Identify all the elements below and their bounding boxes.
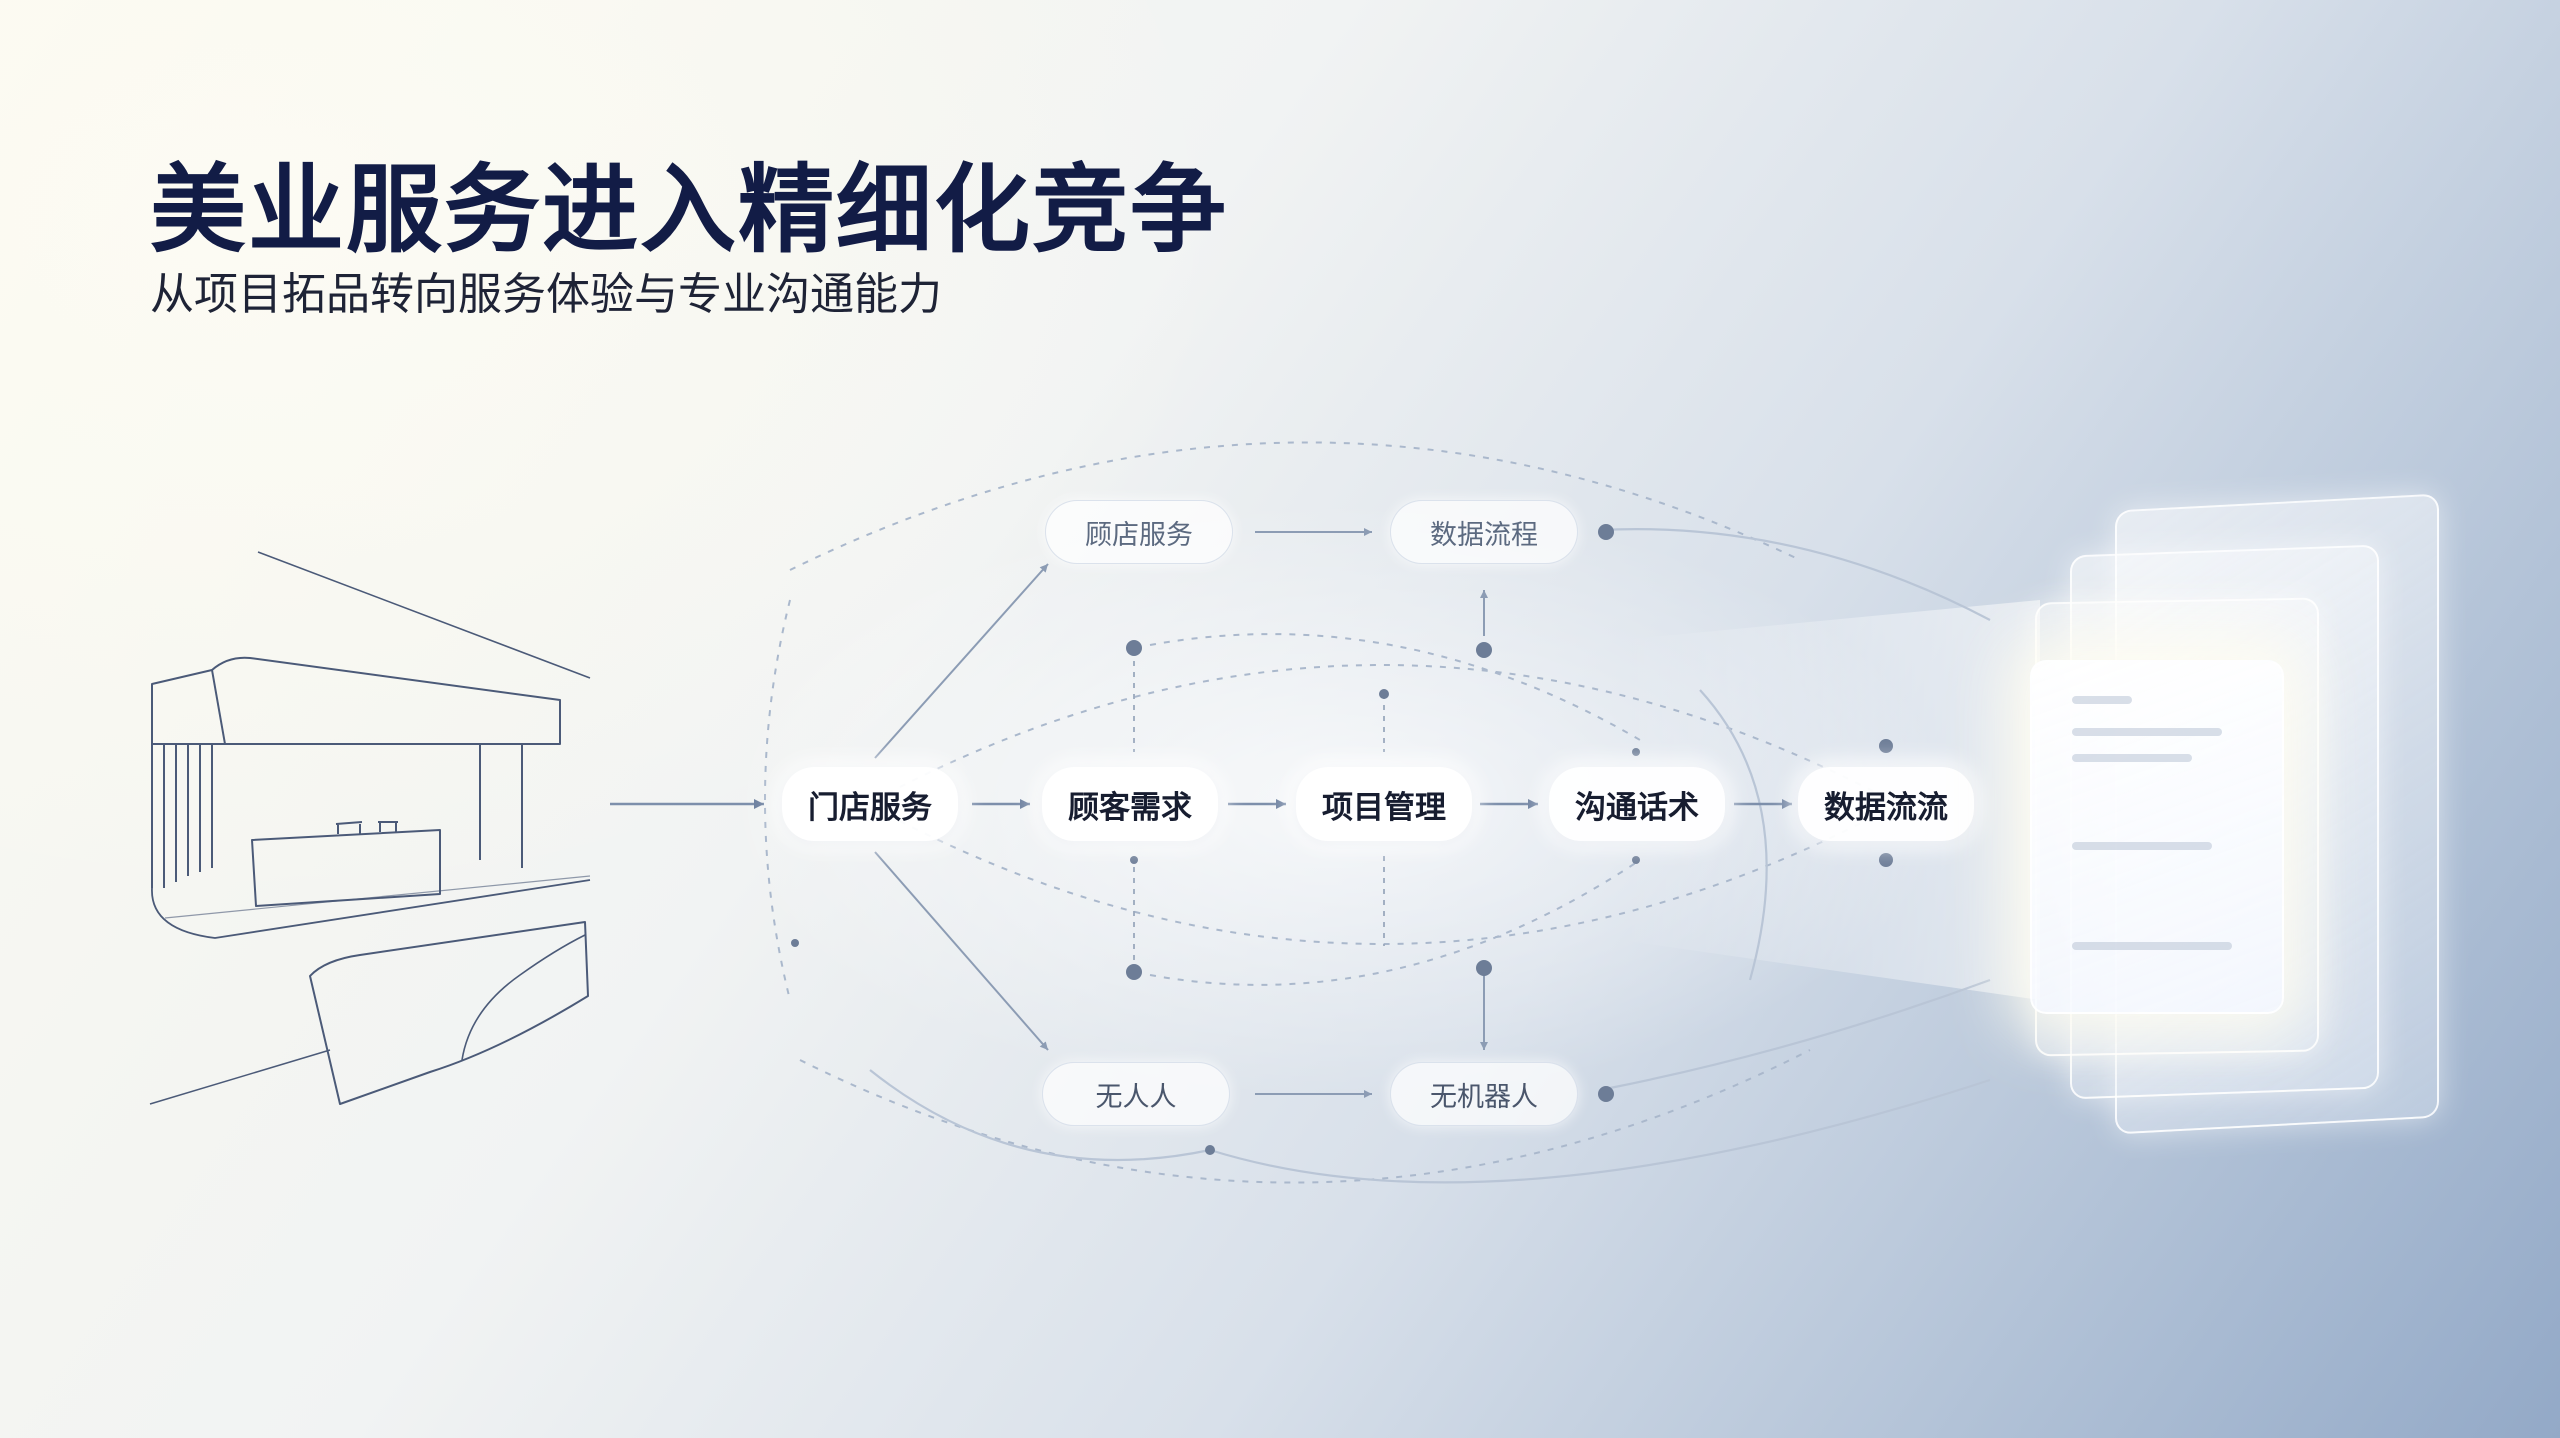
flow-node-data-flow: 数据流流 [1798,767,1974,841]
document-card-front [2030,660,2284,1014]
flow-node-communication-scripts: 沟通话术 [1549,767,1725,841]
side-node-store-service-top: 顾店服务 [1045,500,1233,564]
node-dots [791,524,1893,1155]
document-line [2072,696,2132,704]
orbit-dashed-lines [764,441,1891,1184]
branch-arrows [874,528,1488,1098]
flow-node-project-management: 项目管理 [1296,767,1472,841]
side-node-unmanned: 无人人 [1042,1062,1230,1126]
document-line [2072,942,2232,950]
page-title: 美业服务进入精细化竞争 [150,154,1228,266]
flow-node-customer-needs: 顾客需求 [1042,767,1218,841]
document-line [2072,842,2212,850]
side-node-robot: 无机器人 [1390,1062,1578,1126]
document-line [2072,754,2192,762]
storefront-line-art-icon [149,551,591,1105]
page-subtitle: 从项目拓品转向服务体验与专业沟通能力 [150,269,942,320]
document-stack-icon [2010,490,2450,1135]
orbit-solid-lines [869,527,1991,1184]
document-line [2072,728,2222,736]
vertical-connectors [1133,650,1385,972]
flow-node-store-service: 门店服务 [782,767,958,841]
side-node-data-process: 数据流程 [1390,500,1578,564]
